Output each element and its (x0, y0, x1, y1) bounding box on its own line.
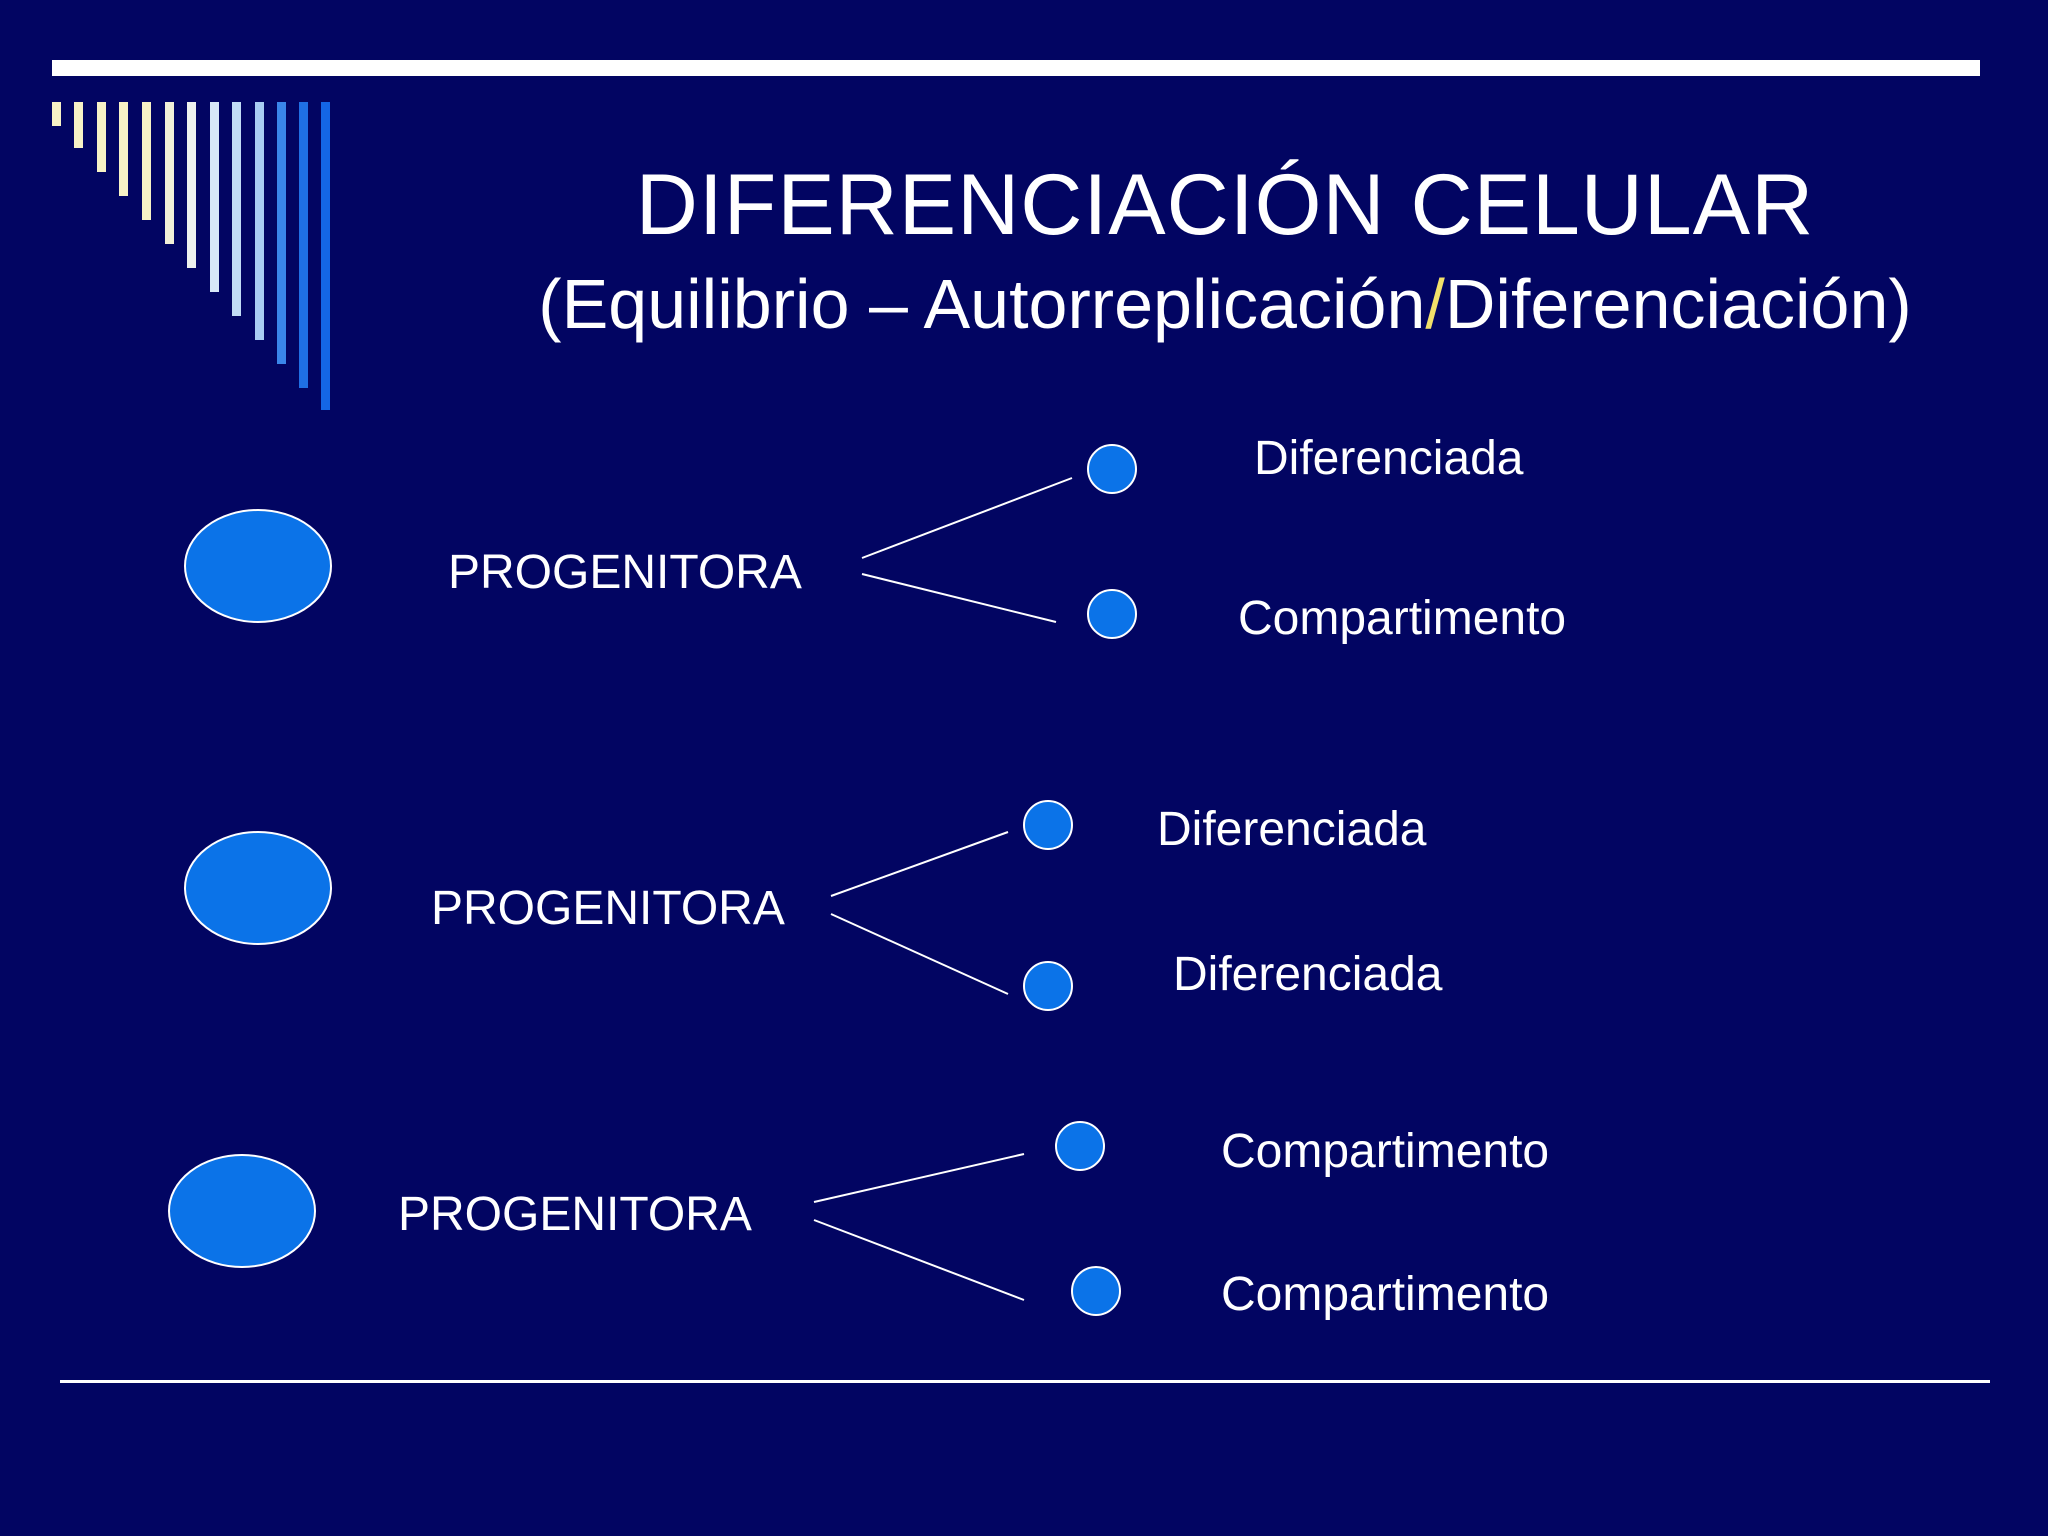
daughter-cell (1055, 1121, 1105, 1171)
branch-line (861, 573, 1057, 623)
daughter-label: Diferenciada (1157, 803, 1427, 856)
decorative-bar (165, 102, 174, 244)
branch-line (830, 913, 1009, 995)
decorative-bar (277, 102, 286, 364)
daughter-label: Compartimento (1238, 592, 1566, 645)
branch-line (813, 1153, 1025, 1203)
daughter-cell (1071, 1266, 1121, 1316)
daughter-label: Compartimento (1221, 1268, 1549, 1321)
progenitor-cell (168, 1154, 316, 1268)
decorative-bar (187, 102, 196, 268)
progenitor-cell (184, 831, 332, 945)
decorative-bar (119, 102, 128, 196)
decorative-bar (210, 102, 219, 292)
branch-line (830, 831, 1009, 897)
daughter-cell (1087, 444, 1137, 494)
progenitor-label: PROGENITORA (398, 1188, 752, 1241)
decorative-bar (52, 102, 61, 126)
subtitle-slash: / (1425, 265, 1445, 343)
decorative-bar (142, 102, 151, 220)
decorative-bar (255, 102, 264, 340)
subtitle-part-2: Diferenciación) (1444, 265, 1912, 343)
top-rule (52, 60, 1980, 76)
decorative-bar (232, 102, 241, 316)
slide-title: DIFERENCIACIÓN CELULAR (635, 157, 1815, 253)
decorative-bar (74, 102, 83, 148)
daughter-cell (1023, 961, 1073, 1011)
subtitle-part-1: (Equilibrio – Autorreplicación (538, 265, 1426, 343)
daughter-cell (1087, 589, 1137, 639)
row-3: PROGENITORA Compartimento Compartimento (168, 1121, 1549, 1321)
slide-subtitle: (Equilibrio – Autorreplicación/Diferenci… (430, 264, 2020, 344)
daughter-label: Diferenciada (1254, 432, 1524, 485)
decorative-bar (299, 102, 308, 388)
bottom-rule (60, 1380, 1990, 1383)
row-1: PROGENITORA Diferenciada Compartimento (184, 432, 1566, 645)
progenitor-cell (184, 509, 332, 623)
row-2: PROGENITORA Diferenciada Diferenciada (184, 800, 1443, 1011)
daughter-label: Compartimento (1221, 1125, 1549, 1178)
progenitor-label: PROGENITORA (431, 882, 785, 935)
decorative-bar (97, 102, 106, 172)
progenitor-label: PROGENITORA (448, 546, 802, 599)
daughter-cell (1023, 800, 1073, 850)
decorative-bars (52, 102, 330, 410)
branch-line (813, 1219, 1025, 1301)
daughter-label: Diferenciada (1173, 948, 1443, 1001)
branch-line (861, 477, 1073, 559)
decorative-bar (321, 102, 330, 410)
